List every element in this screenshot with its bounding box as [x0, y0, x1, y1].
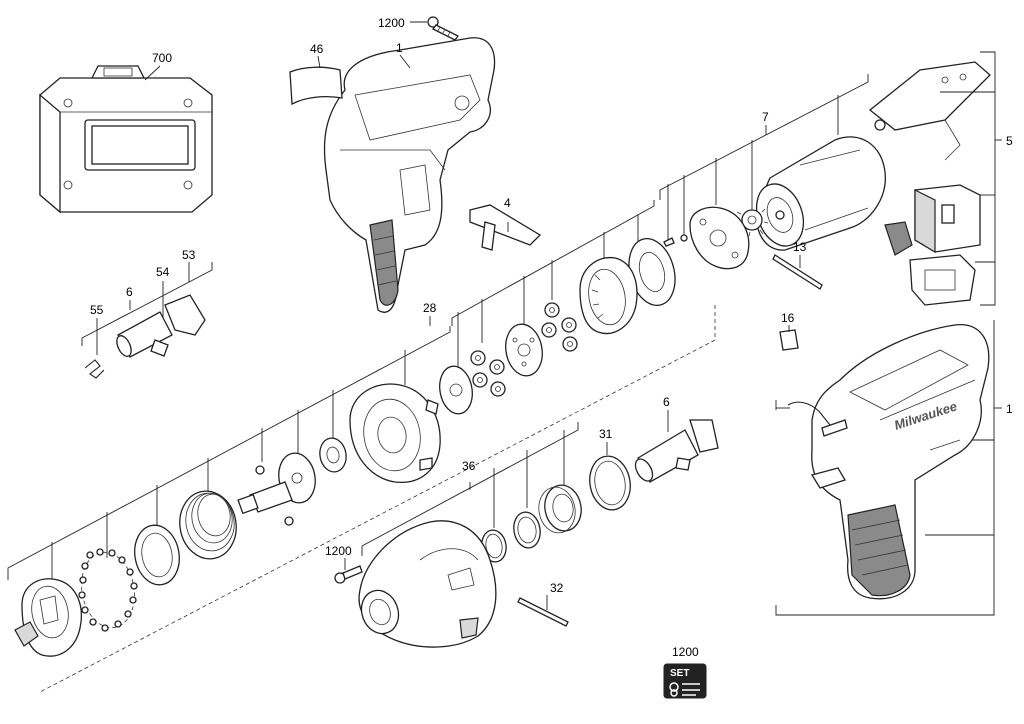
screw-top	[427, 16, 459, 41]
gear-case	[349, 383, 441, 483]
planet-gears-stage-1	[541, 302, 578, 352]
detent-spring	[84, 359, 105, 379]
screw-mid	[334, 565, 363, 584]
trigger-switch-module	[884, 184, 981, 306]
ring-gear	[579, 256, 638, 335]
switch-contact-plate	[868, 61, 991, 161]
dashed-boundary-a	[39, 305, 716, 693]
carry-case	[39, 65, 213, 214]
callout-46: 46	[310, 42, 324, 56]
callout-1200-bottom: 1200	[672, 645, 699, 659]
callout-31: 31	[599, 427, 613, 441]
housing-half-left	[323, 37, 496, 313]
hammer	[14, 578, 82, 657]
o-ring-a	[513, 511, 541, 549]
bracket-1-right	[775, 320, 995, 616]
battery-latch	[810, 467, 846, 489]
pin-13	[772, 254, 823, 290]
callout-54: 54	[156, 265, 170, 279]
thrust-washer	[319, 437, 347, 473]
callout-53: 53	[182, 248, 196, 262]
bushing	[538, 484, 582, 534]
assembly-line-7	[659, 74, 869, 200]
callout-1200-top: 1200	[378, 16, 405, 30]
assembly-line-impact	[7, 326, 451, 580]
leader-46	[317, 55, 321, 69]
motor-plate	[689, 206, 750, 270]
callout-4: 4	[504, 196, 511, 210]
callout-5: 5	[1006, 134, 1013, 148]
anvil-assembly-left	[116, 294, 206, 358]
label-sticker	[289, 66, 343, 106]
leader-1-housing	[399, 54, 411, 69]
callout-36: 36	[462, 459, 476, 473]
screw-set-badge: SET	[663, 663, 707, 699]
housing-half-right: Milwaukee	[811, 324, 990, 600]
callout-28: 28	[423, 301, 437, 315]
callout-13: 13	[793, 240, 807, 254]
bracket-5	[980, 51, 996, 306]
forward-reverse-switch	[469, 204, 542, 251]
led-wire	[787, 401, 848, 437]
steel-balls-small	[255, 465, 294, 526]
output-carrier	[439, 365, 473, 415]
gear-case-washer	[628, 238, 676, 306]
callout-7: 7	[762, 110, 769, 124]
assembly-line-53	[81, 262, 213, 346]
motor	[755, 136, 886, 251]
callout-55: 55	[90, 303, 104, 317]
callout-700: 700	[152, 51, 172, 65]
set-badge-label: SET	[670, 668, 689, 679]
hammer-spring	[179, 490, 237, 560]
anvil-assembly-middle	[634, 419, 719, 483]
leader-700	[144, 65, 161, 81]
planet-gears-stage-2	[470, 350, 506, 397]
pin-32	[517, 597, 569, 627]
planet-carrier	[505, 323, 543, 377]
ball-bearing-ring	[78, 548, 138, 632]
spring-washer	[134, 524, 180, 586]
callout-6-left: 6	[126, 285, 133, 299]
callout-1-right: 1	[1006, 402, 1013, 416]
callout-16: 16	[781, 311, 795, 325]
front-hammer-case	[358, 520, 497, 648]
snap-ring-31	[589, 455, 631, 511]
callout-6-mid: 6	[663, 395, 670, 409]
anvil	[237, 452, 316, 515]
callout-1200-mid: 1200	[325, 544, 352, 558]
motor-pinion	[736, 204, 769, 237]
nameplate-clip	[779, 329, 799, 351]
plate-screws	[663, 234, 688, 247]
assembly-line-28	[451, 200, 655, 326]
callout-1-housing: 1	[396, 41, 403, 55]
callout-32: 32	[550, 581, 564, 595]
